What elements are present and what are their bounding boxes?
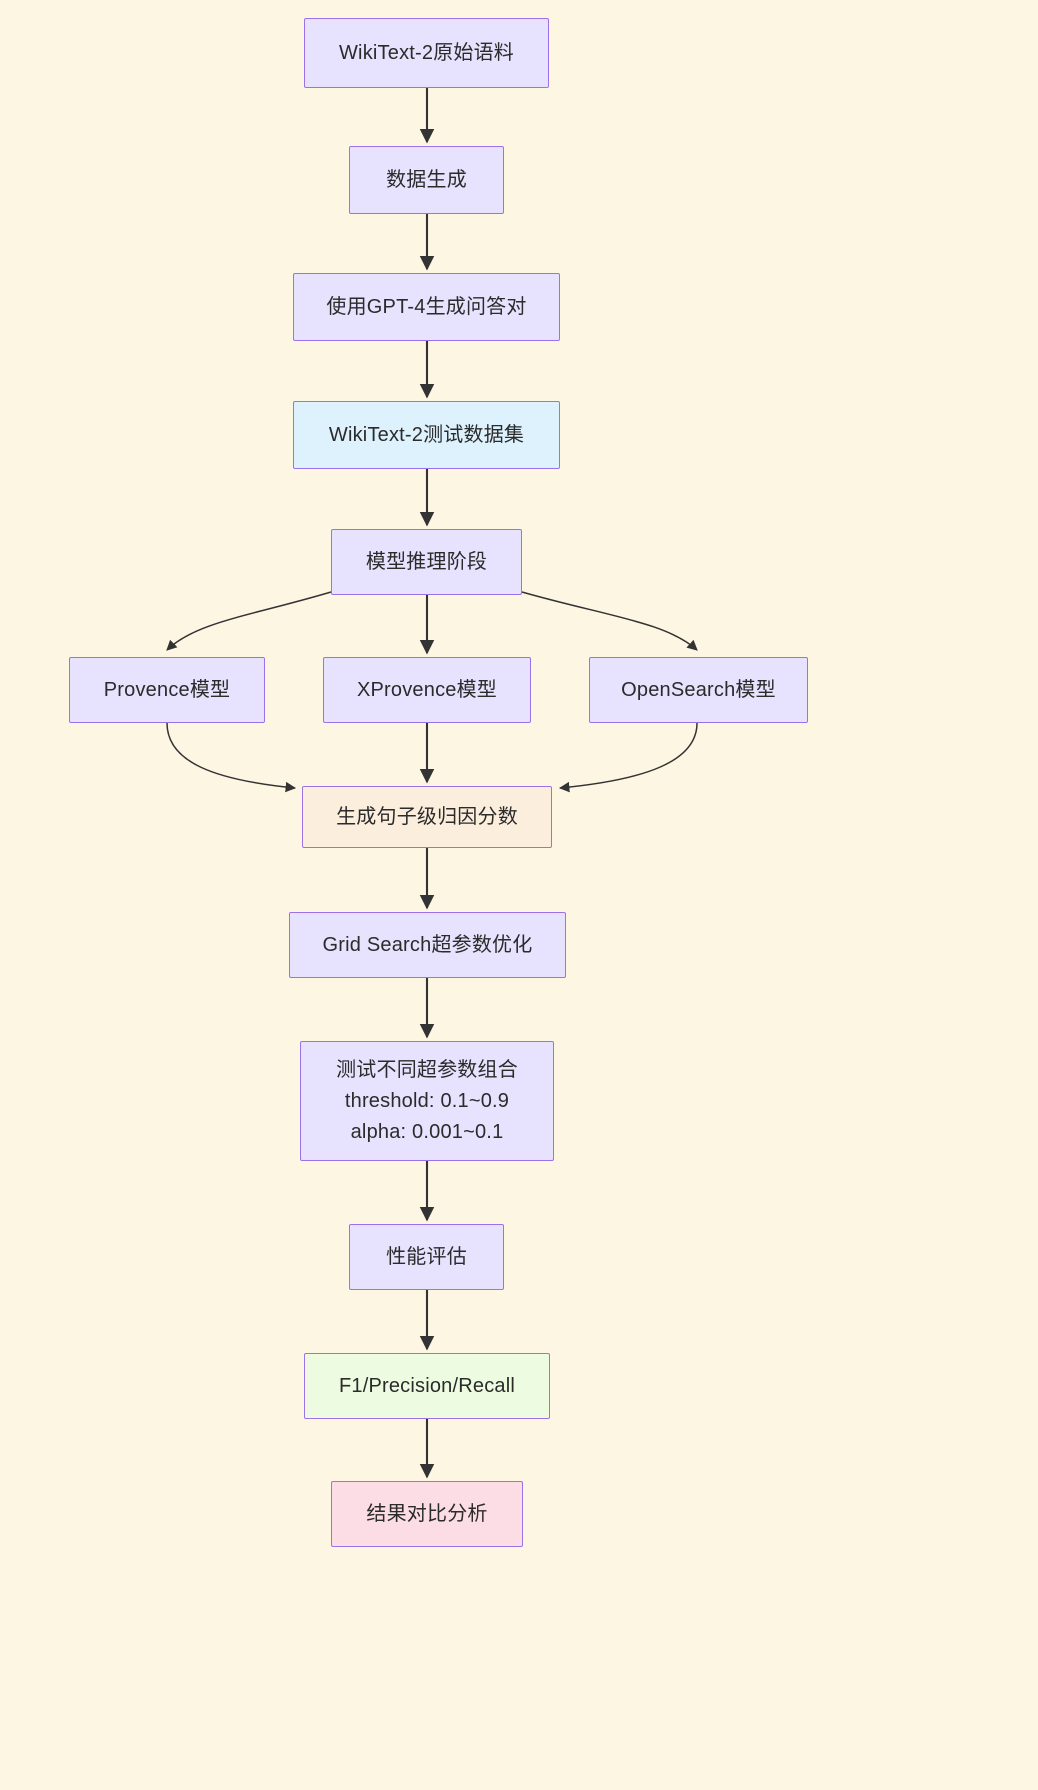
node-opensearch-model[interactable]: OpenSearch模型 xyxy=(589,657,808,723)
node-gpt4-qa-generation[interactable]: 使用GPT-4生成问答对 xyxy=(293,273,560,341)
node-f1-precision-recall[interactable]: F1/Precision/Recall xyxy=(304,1353,550,1419)
node-provence-model[interactable]: Provence模型 xyxy=(69,657,265,723)
node-result-comparison-analysis[interactable]: 结果对比分析 xyxy=(331,1481,523,1547)
node-model-inference-stage[interactable]: 模型推理阶段 xyxy=(331,529,522,595)
node-wikitext2-corpus[interactable]: WikiText-2原始语料 xyxy=(304,18,549,88)
edge-opensearch-to-scores xyxy=(558,722,698,793)
node-grid-search-optimization[interactable]: Grid Search超参数优化 xyxy=(289,912,566,978)
node-hyperparameter-combinations[interactable]: 测试不同超参数组合 threshold: 0.1~0.9 alpha: 0.00… xyxy=(300,1041,554,1161)
node-performance-evaluation[interactable]: 性能评估 xyxy=(349,1224,504,1290)
edge-provence-to-scores xyxy=(166,722,297,793)
edge-inference-to-provence xyxy=(166,591,332,651)
node-data-generation[interactable]: 数据生成 xyxy=(349,146,504,214)
node-wikitext2-test-dataset[interactable]: WikiText-2测试数据集 xyxy=(293,401,560,469)
node-sentence-attribution-scores[interactable]: 生成句子级归因分数 xyxy=(302,786,552,848)
edge-inference-to-opensearch xyxy=(521,591,698,651)
node-xprovence-model[interactable]: XProvence模型 xyxy=(323,657,531,723)
